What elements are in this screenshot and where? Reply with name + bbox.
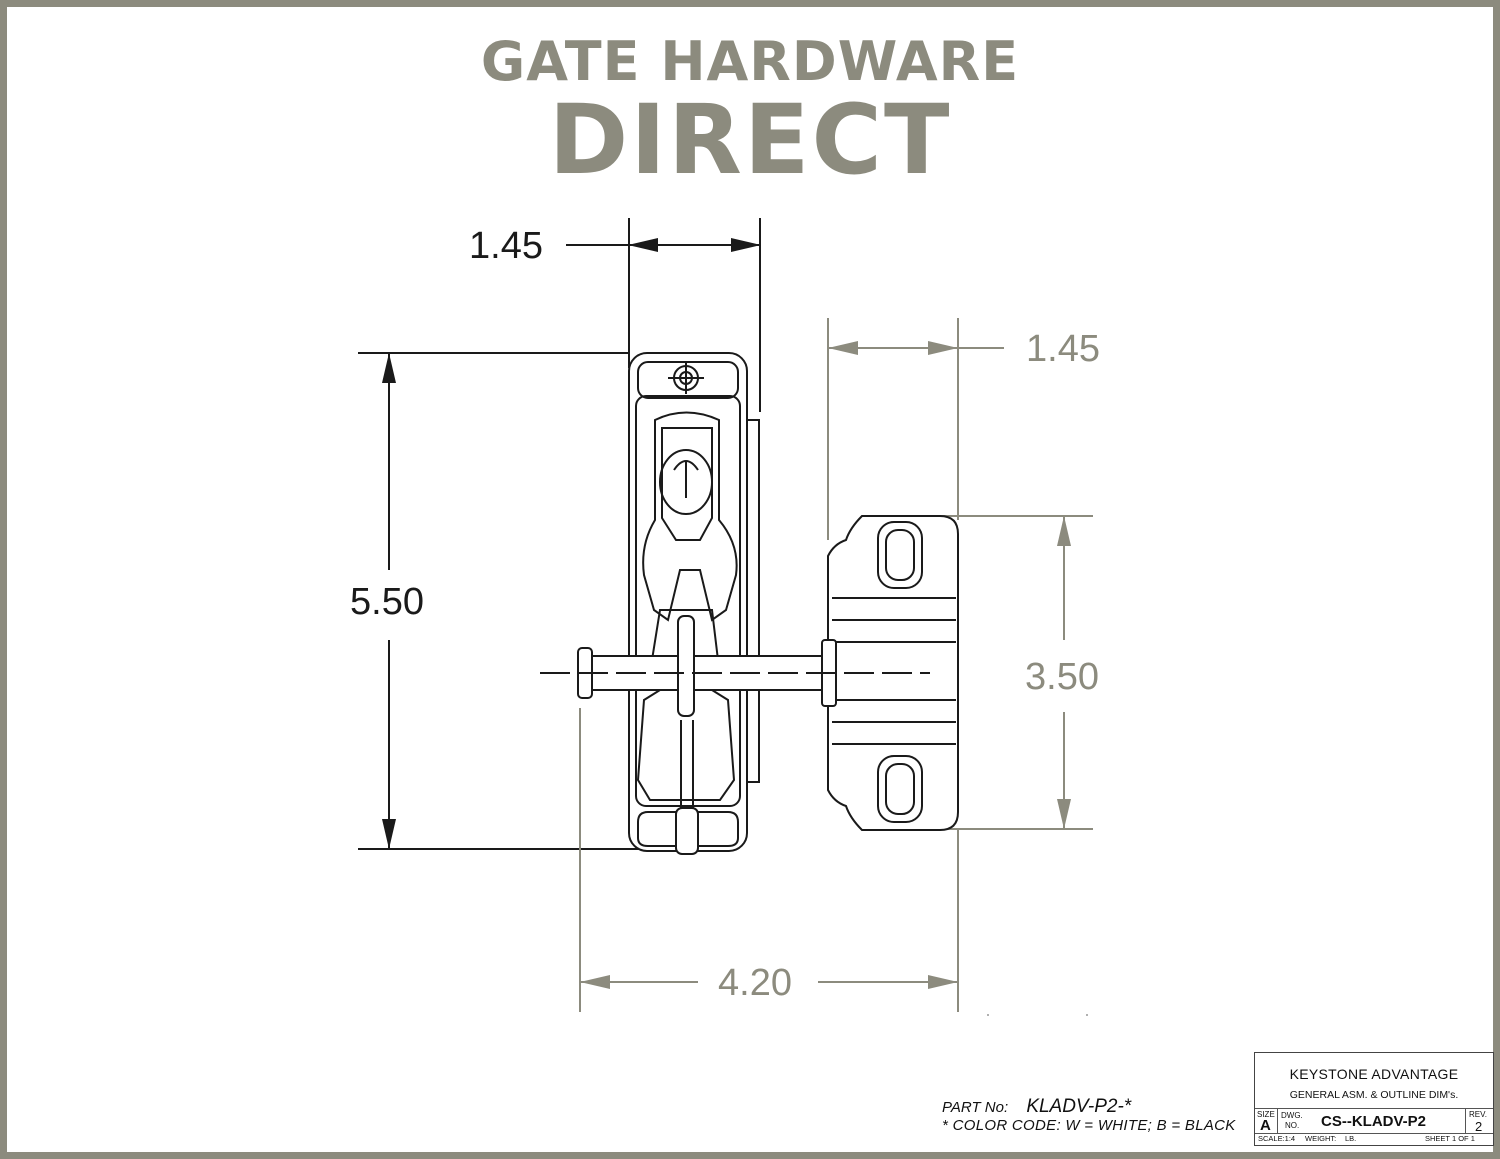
sheet-text: SHEET 1 OF 1 (1425, 1134, 1475, 1143)
scale-text: SCALE:1:4 (1258, 1134, 1296, 1143)
drawing-title-block: KEYSTONE ADVANTAGE GENERAL ASM. & OUTLIN… (1254, 1052, 1494, 1146)
drawing-number: CS--KLADV-P2 (1321, 1113, 1427, 1130)
overall-width-dimension (579, 708, 959, 1012)
catch-width-dimension (827, 318, 1004, 540)
title-block-company: KEYSTONE ADVANTAGE (1289, 1066, 1459, 1082)
weight-unit: LB. (1345, 1134, 1357, 1143)
latch-height-dimension (358, 352, 642, 850)
overall-width-label: 4.20 (718, 962, 792, 1004)
part-number: KLADV-P2-* (1026, 1096, 1132, 1117)
title-block-description: GENERAL ASM. & OUTLINE DIM's. (1289, 1089, 1459, 1101)
part-number-label: PART No: (942, 1099, 1009, 1116)
no-label: NO. (1285, 1121, 1300, 1130)
size-label: SIZE (1257, 1110, 1275, 1119)
catch-width-label: 1.45 (1026, 328, 1100, 370)
latch-width-dimension (566, 218, 761, 412)
rev-label: REV. (1469, 1110, 1487, 1119)
gate-latch-body (628, 352, 760, 855)
stray-marks (987, 1014, 1088, 1016)
size-value: A (1260, 1117, 1271, 1134)
latch-width-label: 1.45 (469, 225, 543, 267)
brand-logo-line2: DIRECT (548, 84, 952, 196)
rev-cell: REV. 2 (1465, 1109, 1493, 1134)
dwg-no-cell: DWG. NO. CS--KLADV-P2 (1277, 1109, 1466, 1133)
latch-top-screw-icon (668, 362, 704, 394)
latch-pin (540, 615, 930, 717)
dwg-label: DWG. (1281, 1111, 1303, 1120)
brand-logo-line1: GATE HARDWARE (480, 30, 1020, 93)
latch-height-label: 5.50 (350, 581, 424, 623)
catch-height-label: 3.50 (1025, 656, 1099, 698)
part-number-line: PART No: KLADV-P2-* (942, 1096, 1131, 1118)
rev-value: 2 (1475, 1119, 1483, 1134)
color-code-note: * COLOR CODE: W = WHITE; B = BLACK (942, 1117, 1236, 1134)
weight-label: WEIGHT: (1305, 1134, 1337, 1143)
title-block-row: SIZE A DWG. NO. CS--KLADV-P2 REV. 2 (1255, 1108, 1493, 1134)
size-cell: SIZE A (1255, 1109, 1278, 1134)
